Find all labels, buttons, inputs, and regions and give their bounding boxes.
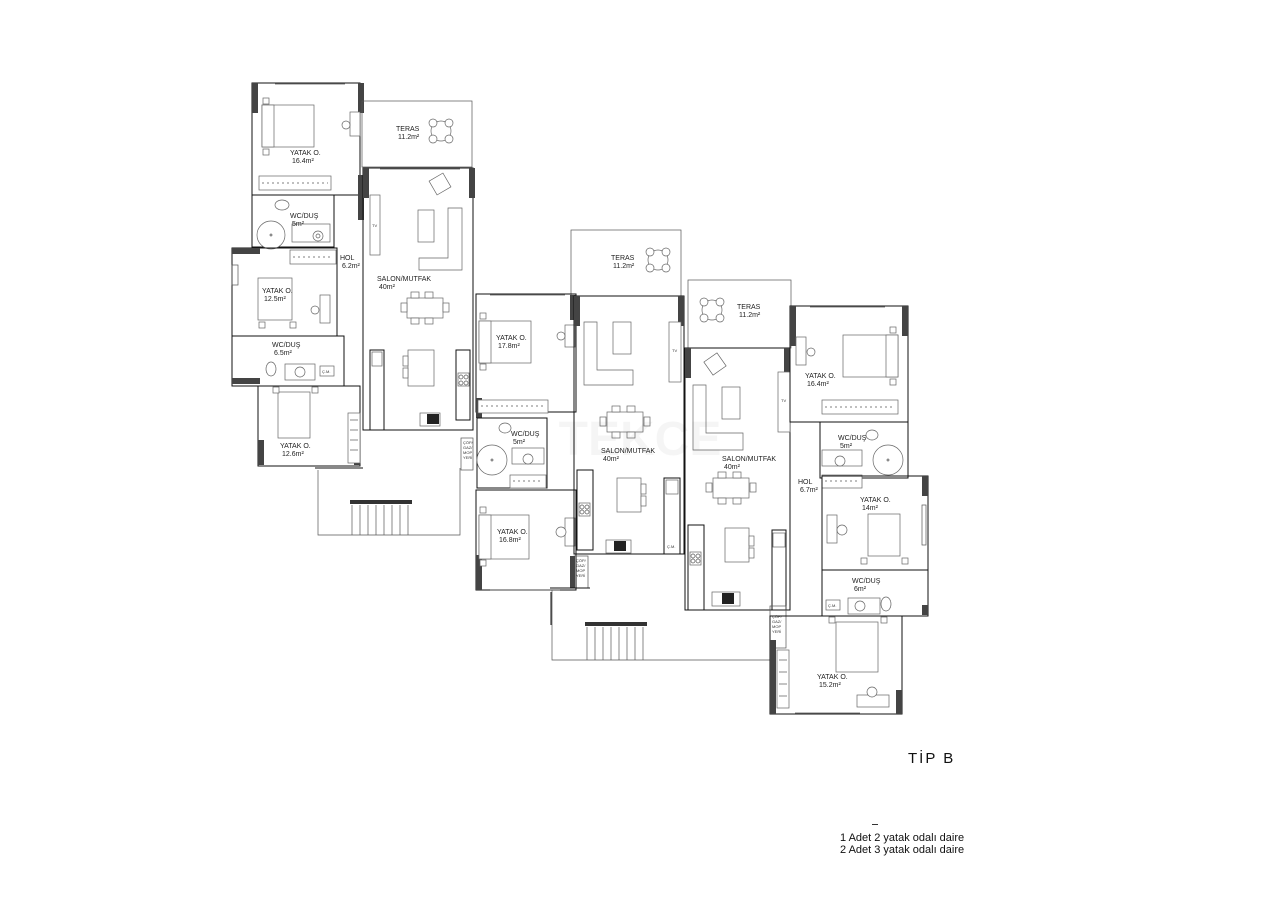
room-label: WC/DUŞ	[852, 578, 881, 585]
room-area: 16.4m²	[292, 158, 314, 165]
room-area: 12.5m²	[264, 296, 286, 303]
watermark: TEKCE	[559, 413, 722, 466]
unit-right: TV ÇÖP/ GAZ/ MOP YERİ	[684, 279, 929, 715]
svg-text:TV: TV	[781, 398, 786, 403]
room-label: SALON/MUTFAK	[377, 276, 431, 283]
room-label: TERAS	[737, 304, 761, 311]
room-labels: YATAK O.16.4m²TERAS11.2m²WC/DUŞ5m²HOL6.2…	[262, 126, 891, 689]
room-label: YATAK O.	[496, 335, 527, 342]
room-area: 40m²	[724, 464, 741, 471]
room-label: YATAK O.	[262, 288, 293, 295]
room-area: 5m²	[292, 221, 305, 228]
room-label: HOL	[798, 479, 813, 486]
room-area: 17.8m²	[498, 343, 520, 350]
room-area: 40m²	[379, 284, 396, 291]
unit-left: TV ÇÖP/ GAZ/ MOP YERİ	[231, 82, 475, 536]
room-area: 11.2m²	[398, 134, 420, 141]
room-label: YATAK O.	[497, 529, 528, 536]
note-dash	[872, 824, 878, 825]
unit-middle: TV Ç.M. ÇÖP/ GAZ/ MOP YERİ	[475, 229, 770, 661]
room-label: SALON/MUTFAK	[601, 448, 655, 455]
room-label: YATAK O.	[805, 373, 836, 380]
room-label: TERAS	[396, 126, 420, 133]
room-label: WC/DUŞ	[290, 213, 319, 220]
room-area: 5m²	[513, 439, 526, 446]
room-label: YATAK O.	[817, 674, 848, 681]
room-area: 40m²	[603, 456, 620, 463]
room-area: 6.7m²	[800, 487, 819, 494]
svg-text:YERİ: YERİ	[463, 455, 472, 460]
room-area: 12.6m²	[282, 451, 304, 458]
svg-text:ÇÖP/: ÇÖP/	[463, 440, 474, 445]
svg-text:MOP: MOP	[772, 624, 781, 629]
svg-text:MOP: MOP	[576, 568, 585, 573]
room-label: YATAK O.	[290, 150, 321, 157]
svg-text:YERİ: YERİ	[576, 573, 585, 578]
room-area: 6.5m²	[274, 350, 293, 357]
plan-type-title: TİP B	[908, 750, 956, 767]
svg-text:GAZ/: GAZ/	[772, 619, 782, 624]
svg-text:YERİ: YERİ	[772, 629, 781, 634]
room-area: 16.8m²	[499, 537, 521, 544]
room-area: 6.2m²	[342, 263, 361, 270]
room-area: 15.2m²	[819, 682, 841, 689]
room-label: WC/DUŞ	[838, 435, 867, 442]
room-area: 11.2m²	[613, 263, 635, 270]
svg-text:TV: TV	[672, 348, 677, 353]
room-area: 16.4m²	[807, 381, 829, 388]
svg-text:Ç.M.: Ç.M.	[828, 603, 836, 608]
room-label: HOL	[340, 255, 355, 262]
svg-text:ÇÖP/: ÇÖP/	[576, 558, 587, 563]
svg-text:Ç.M.: Ç.M.	[322, 369, 330, 374]
svg-text:Ç.M.: Ç.M.	[667, 544, 675, 549]
note-line-1: 1 Adet 2 yatak odalı daire	[840, 832, 965, 844]
room-label: WC/DUŞ	[511, 431, 540, 438]
unit-notes: 1 Adet 2 yatak odalı daire 2 Adet 3 yata…	[840, 832, 964, 856]
note-line-2: 2 Adet 3 yatak odalı daire	[840, 844, 965, 856]
room-label: WC/DUŞ	[272, 342, 301, 349]
room-area: 11.2m²	[739, 312, 761, 319]
svg-text:GAZ/: GAZ/	[576, 563, 586, 568]
svg-text:GAZ/: GAZ/	[463, 445, 473, 450]
room-area: 14m²	[862, 505, 879, 512]
svg-text:TV: TV	[372, 223, 377, 228]
room-area: 5m²	[840, 443, 853, 450]
room-label: TERAS	[611, 255, 635, 262]
room-label: SALON/MUTFAK	[722, 456, 776, 463]
room-area: 6m²	[854, 586, 867, 593]
room-label: YATAK O.	[280, 443, 311, 450]
svg-text:MOP: MOP	[463, 450, 472, 455]
room-label: YATAK O.	[860, 497, 891, 504]
